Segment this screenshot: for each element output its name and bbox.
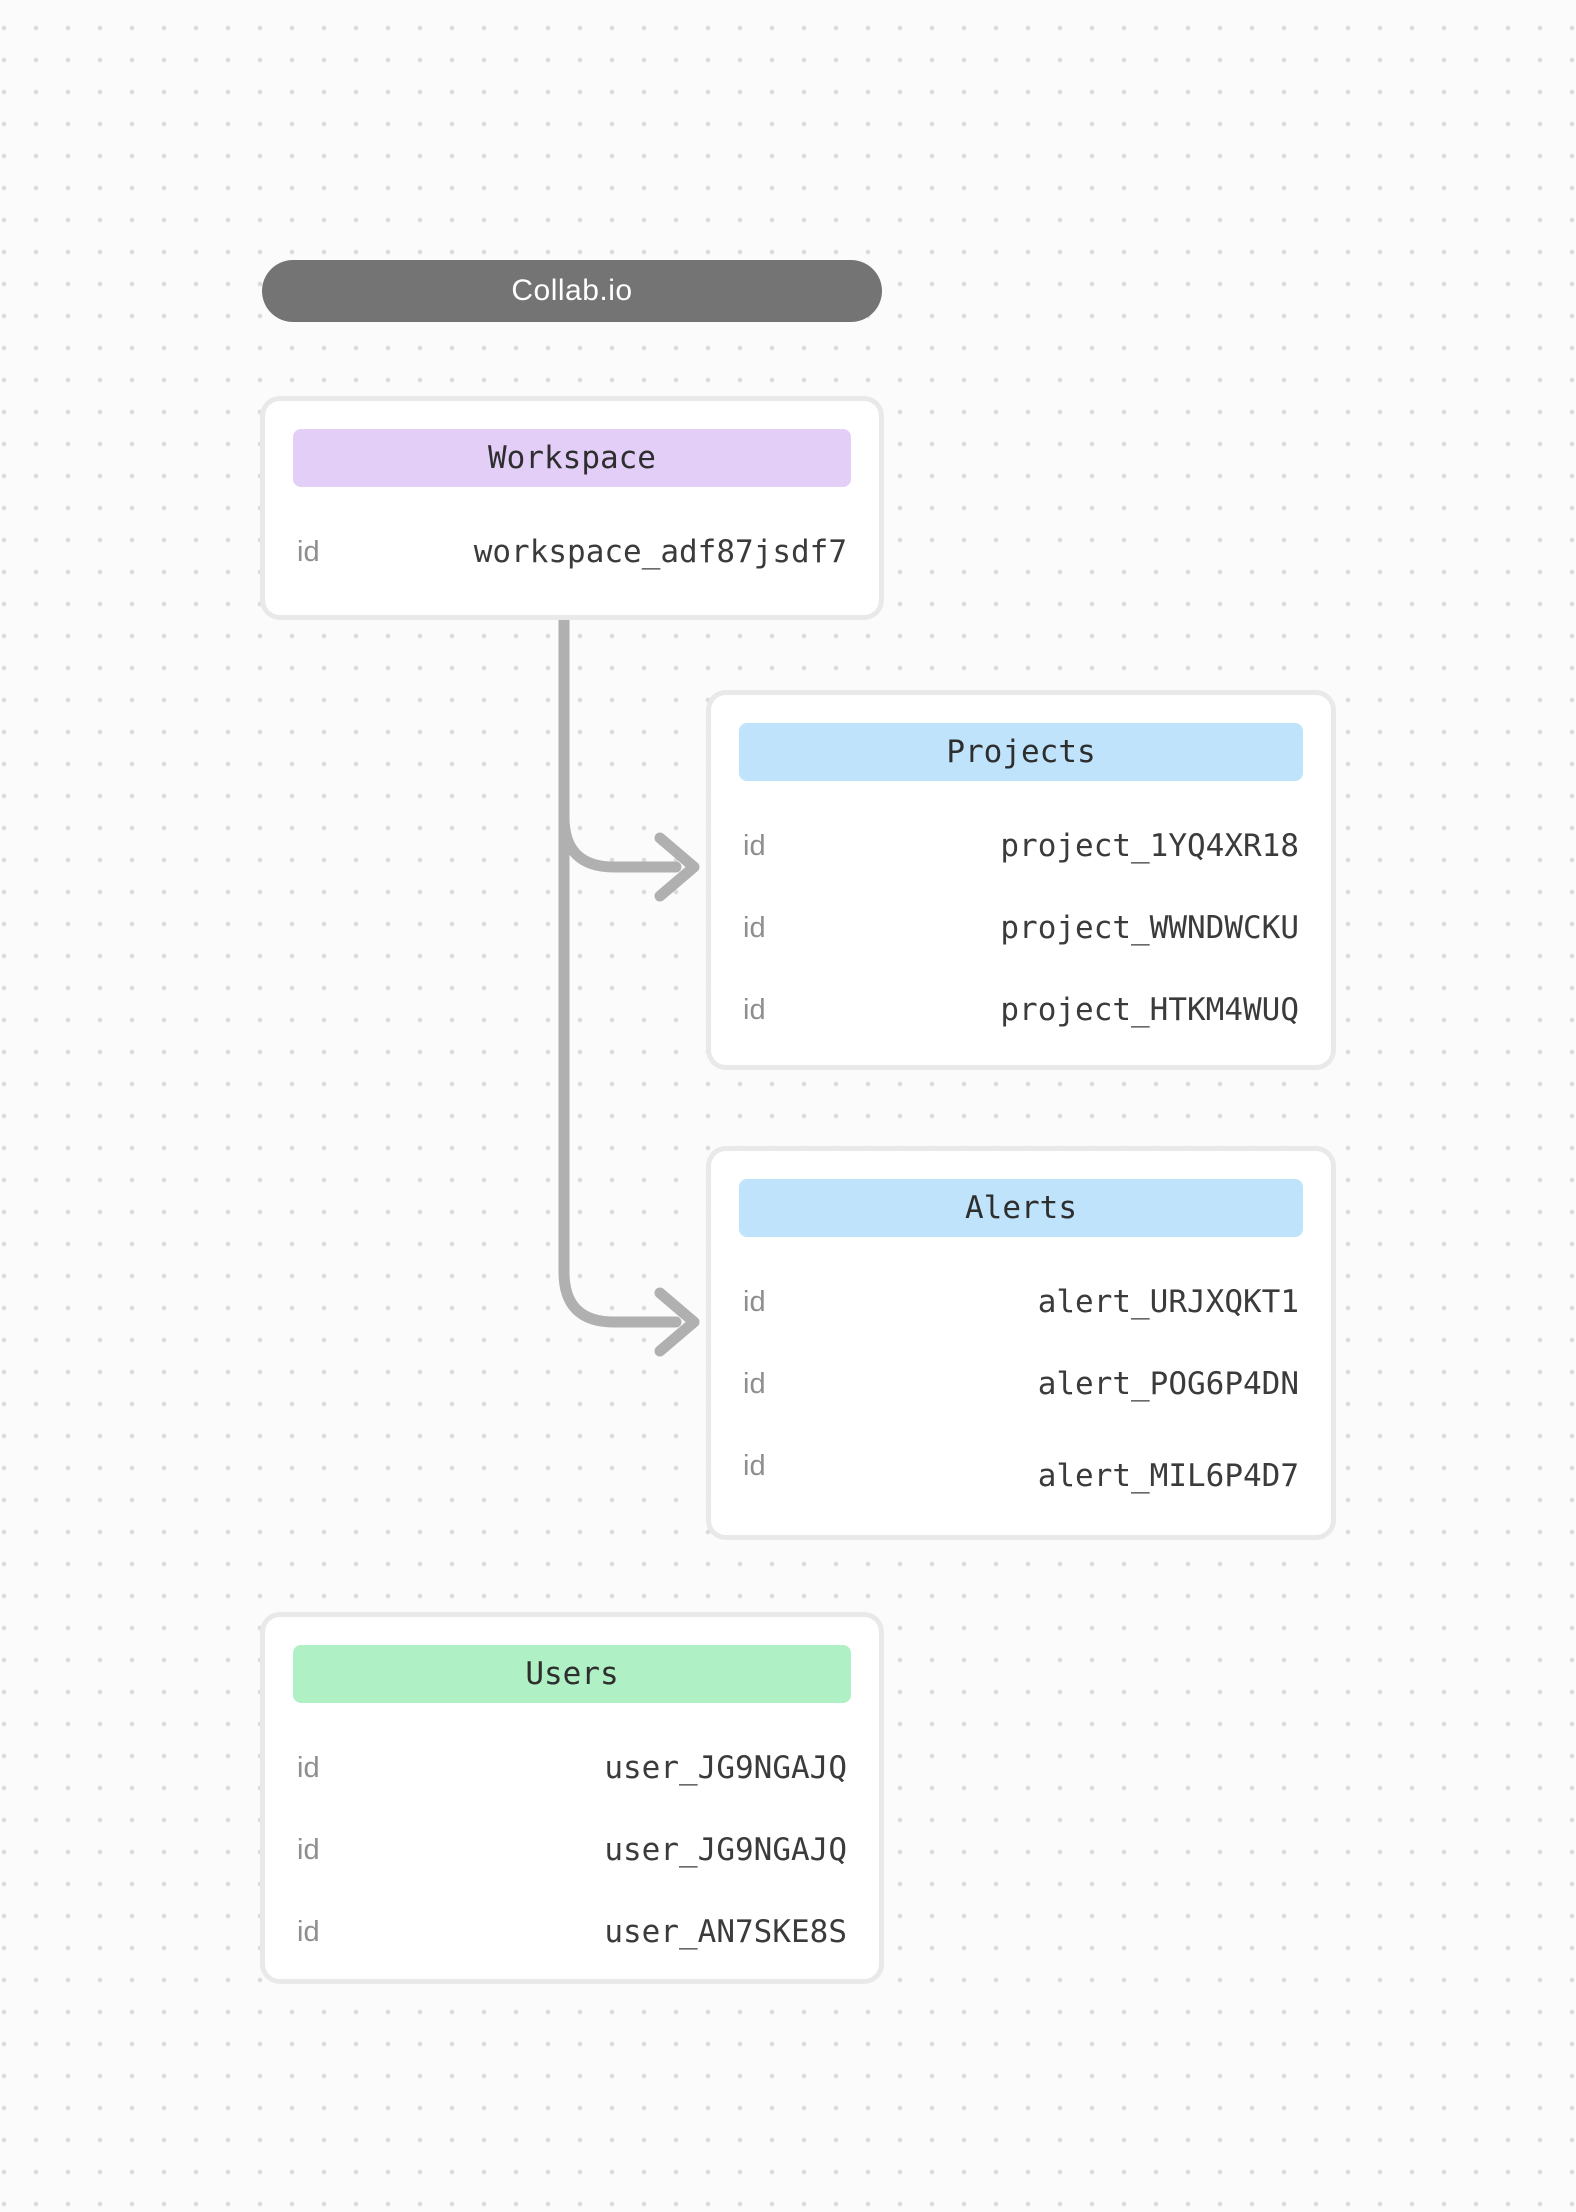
row-key: id: [743, 829, 766, 862]
row-key: id: [743, 1285, 766, 1318]
entity-rows: id project_1YQ4XR18 id project_WWNDWCKU …: [739, 781, 1303, 1051]
arrowhead-icon: [654, 1287, 700, 1357]
row-value: user_AN7SKE8S: [604, 1914, 847, 1950]
table-row: id alert_POG6P4DN: [739, 1343, 1303, 1425]
row-key: id: [297, 1833, 320, 1866]
table-row: id project_HTKM4WUQ: [739, 969, 1303, 1051]
row-value: alert_POG6P4DN: [1037, 1366, 1299, 1402]
entity-card-alerts[interactable]: Alerts id alert_URJXQKT1 id alert_POG6P4…: [706, 1146, 1336, 1540]
table-row: id user_JG9NGAJQ: [293, 1727, 851, 1809]
row-value: project_1YQ4XR18: [1000, 828, 1299, 864]
entity-rows: id workspace_adf87jsdf7: [293, 487, 851, 593]
diagram-title-node[interactable]: Collab.io: [262, 260, 882, 322]
row-value: alert_URJXQKT1: [1037, 1284, 1299, 1320]
row-value: alert_MIL6P4D7: [1037, 1458, 1299, 1494]
table-row: id user_JG9NGAJQ: [293, 1809, 851, 1891]
entity-header-workspace: Workspace: [293, 429, 851, 487]
arrowhead-icon: [654, 832, 700, 902]
table-row: id user_AN7SKE8S: [293, 1891, 851, 1973]
table-row: id project_WWNDWCKU: [739, 887, 1303, 969]
row-value: project_WWNDWCKU: [1000, 910, 1299, 946]
entity-header-alerts: Alerts: [739, 1179, 1303, 1237]
entity-card-projects[interactable]: Projects id project_1YQ4XR18 id project_…: [706, 690, 1336, 1070]
table-row: id workspace_adf87jsdf7: [293, 511, 851, 593]
diagram-title-label: Collab.io: [511, 274, 633, 307]
row-value: project_HTKM4WUQ: [1000, 992, 1299, 1028]
table-row: id alert_URJXQKT1: [739, 1261, 1303, 1343]
entity-card-users[interactable]: Users id user_JG9NGAJQ id user_JG9NGAJQ …: [260, 1612, 884, 1984]
row-value: user_JG9NGAJQ: [604, 1750, 847, 1786]
entity-rows: id alert_URJXQKT1 id alert_POG6P4DN id a…: [739, 1237, 1303, 1507]
row-key: id: [743, 911, 766, 944]
entity-header-users: Users: [293, 1645, 851, 1703]
row-key: id: [297, 535, 320, 568]
row-value: workspace_adf87jsdf7: [473, 534, 847, 570]
entity-card-workspace[interactable]: Workspace id workspace_adf87jsdf7: [260, 396, 884, 620]
entity-header-projects: Projects: [739, 723, 1303, 781]
table-row: id alert_MIL6P4D7: [739, 1425, 1303, 1507]
row-key: id: [743, 993, 766, 1026]
row-key: id: [743, 1449, 766, 1482]
row-key: id: [297, 1751, 320, 1784]
connector-workspace-alerts: [558, 608, 682, 1328]
connector-workspace-projects: [558, 811, 682, 873]
row-value: user_JG9NGAJQ: [604, 1832, 847, 1868]
row-key: id: [743, 1367, 766, 1400]
entity-rows: id user_JG9NGAJQ id user_JG9NGAJQ id use…: [293, 1703, 851, 1973]
row-key: id: [297, 1915, 320, 1948]
table-row: id project_1YQ4XR18: [739, 805, 1303, 887]
